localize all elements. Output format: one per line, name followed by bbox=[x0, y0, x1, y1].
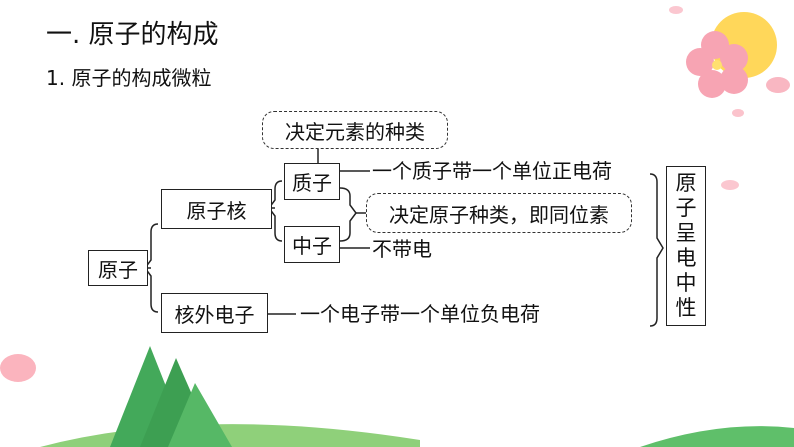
neutral-char: 中 bbox=[675, 271, 697, 295]
isotope-note: 决定原子种类，即同位素 bbox=[366, 193, 632, 233]
neutral-char: 电 bbox=[675, 246, 697, 270]
electron-charge-text: 一个电子带一个单位负电荷 bbox=[300, 302, 540, 326]
electron-box: 核外电子 bbox=[161, 293, 268, 333]
section-subheading: 1. 原子的构成微粒 bbox=[46, 66, 212, 90]
neutral-char: 呈 bbox=[675, 221, 697, 245]
neutral-char: 性 bbox=[675, 296, 697, 320]
neutral-char: 子 bbox=[675, 196, 697, 220]
neutral-atom-box: 原 子 呈 电 中 性 bbox=[666, 166, 706, 326]
neutron-charge-text: 不带电 bbox=[372, 237, 432, 261]
element-type-note: 决定元素的种类 bbox=[262, 111, 448, 149]
nucleus-box: 原子核 bbox=[161, 189, 272, 229]
proton-box: 质子 bbox=[284, 163, 340, 200]
atom-box: 原子 bbox=[88, 250, 148, 286]
proton-charge-text: 一个质子带一个单位正电荷 bbox=[372, 159, 612, 183]
neutron-box: 中子 bbox=[284, 226, 340, 263]
neutral-char: 原 bbox=[675, 171, 697, 195]
section-heading: 一. 原子的构成 bbox=[46, 20, 219, 50]
